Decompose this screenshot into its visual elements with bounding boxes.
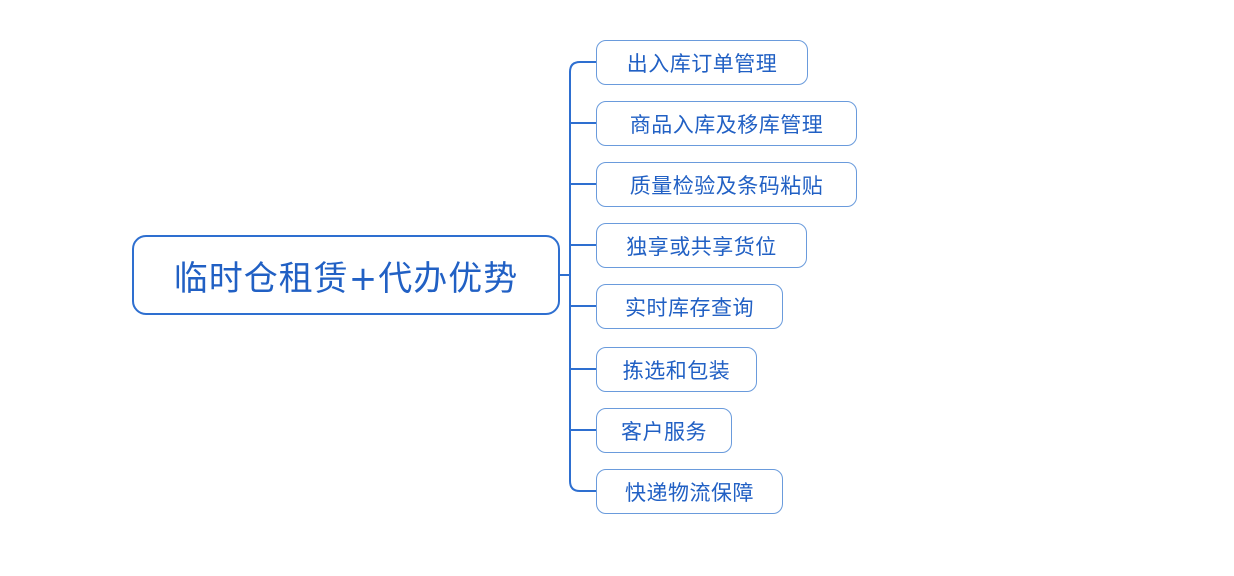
branch-connector-1	[569, 61, 596, 73]
child-node-6[interactable]: 拣选和包装	[596, 347, 757, 392]
child-node-3[interactable]: 质量检验及条码粘贴	[596, 162, 857, 207]
child-node-8-label: 快递物流保障	[625, 480, 754, 505]
child-node-6-label: 拣选和包装	[622, 358, 731, 383]
root-node[interactable]: 临时仓租赁+代办优势	[132, 235, 560, 315]
child-node-7-label: 客户服务	[621, 419, 707, 444]
child-node-8[interactable]: 快递物流保障	[596, 469, 783, 514]
child-node-5-label: 实时库存查询	[625, 295, 754, 320]
child-node-4[interactable]: 独享或共享货位	[596, 223, 807, 268]
child-node-4-label: 独享或共享货位	[626, 234, 777, 259]
branch-connector-8	[569, 480, 596, 492]
child-node-3-label: 质量检验及条码粘贴	[629, 173, 824, 198]
child-node-1-label: 出入库订单管理	[626, 51, 778, 76]
child-node-2-label: 商品入库及移库管理	[629, 112, 824, 137]
child-node-1[interactable]: 出入库订单管理	[596, 40, 808, 85]
child-node-5[interactable]: 实时库存查询	[596, 284, 783, 329]
child-node-2[interactable]: 商品入库及移库管理	[596, 101, 857, 146]
root-node-label: 临时仓租赁+代办优势	[173, 258, 519, 299]
child-node-7[interactable]: 客户服务	[596, 408, 732, 453]
